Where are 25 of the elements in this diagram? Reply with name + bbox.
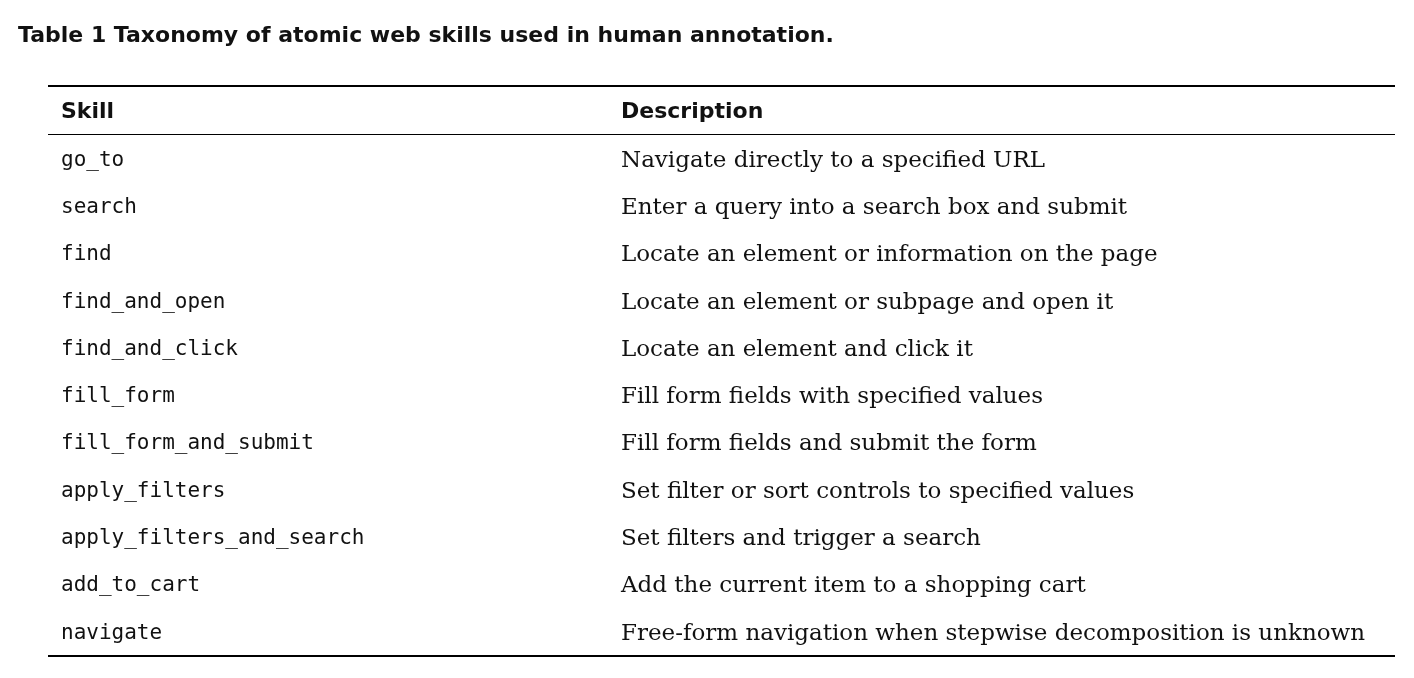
skill-description: Set filters and trigger a search [621,524,981,550]
skill-description: Fill form fields and submit the form [621,429,1037,456]
skill-name: apply_filters [61,477,226,502]
skill-description: Set filter or sort controls to specified values [621,476,1135,503]
skill-description: Fill form fields with specified values [621,382,1044,409]
skill-name: apply_filters_and_search [61,525,365,549]
skill-name: find_and_click [61,335,238,360]
skill-name: fill_form_and_submit [61,430,314,455]
skill-name: search [61,193,137,218]
skill-name: navigate [61,619,163,644]
skill-name: add_to_cart [61,572,201,597]
skill-name: fill_form [61,383,175,408]
skill-description: Locate an element or information on the page [621,240,1158,267]
table-title: Table 1 Taxonomy of atomic web skills used in human annotation. [18,22,834,47]
skill-description: Free-form navigation when stepwise decomposition is unknown [621,618,1366,645]
skill-description: Navigate directly to a specified URL [621,145,1046,172]
skill-description: Add the current item to a shopping cart [621,571,1086,598]
skill-name: find [61,241,112,266]
column-header: Skill [61,98,115,123]
column-header: Description [621,98,764,123]
skill-description: Enter a query into a search box and submit [621,192,1128,219]
skill-name: go_to [61,146,125,171]
skill-name: find_and_open [61,288,226,313]
skill-description: Locate an element and click it [621,334,973,361]
skill-description: Locate an element or subpage and open it [621,287,1114,314]
